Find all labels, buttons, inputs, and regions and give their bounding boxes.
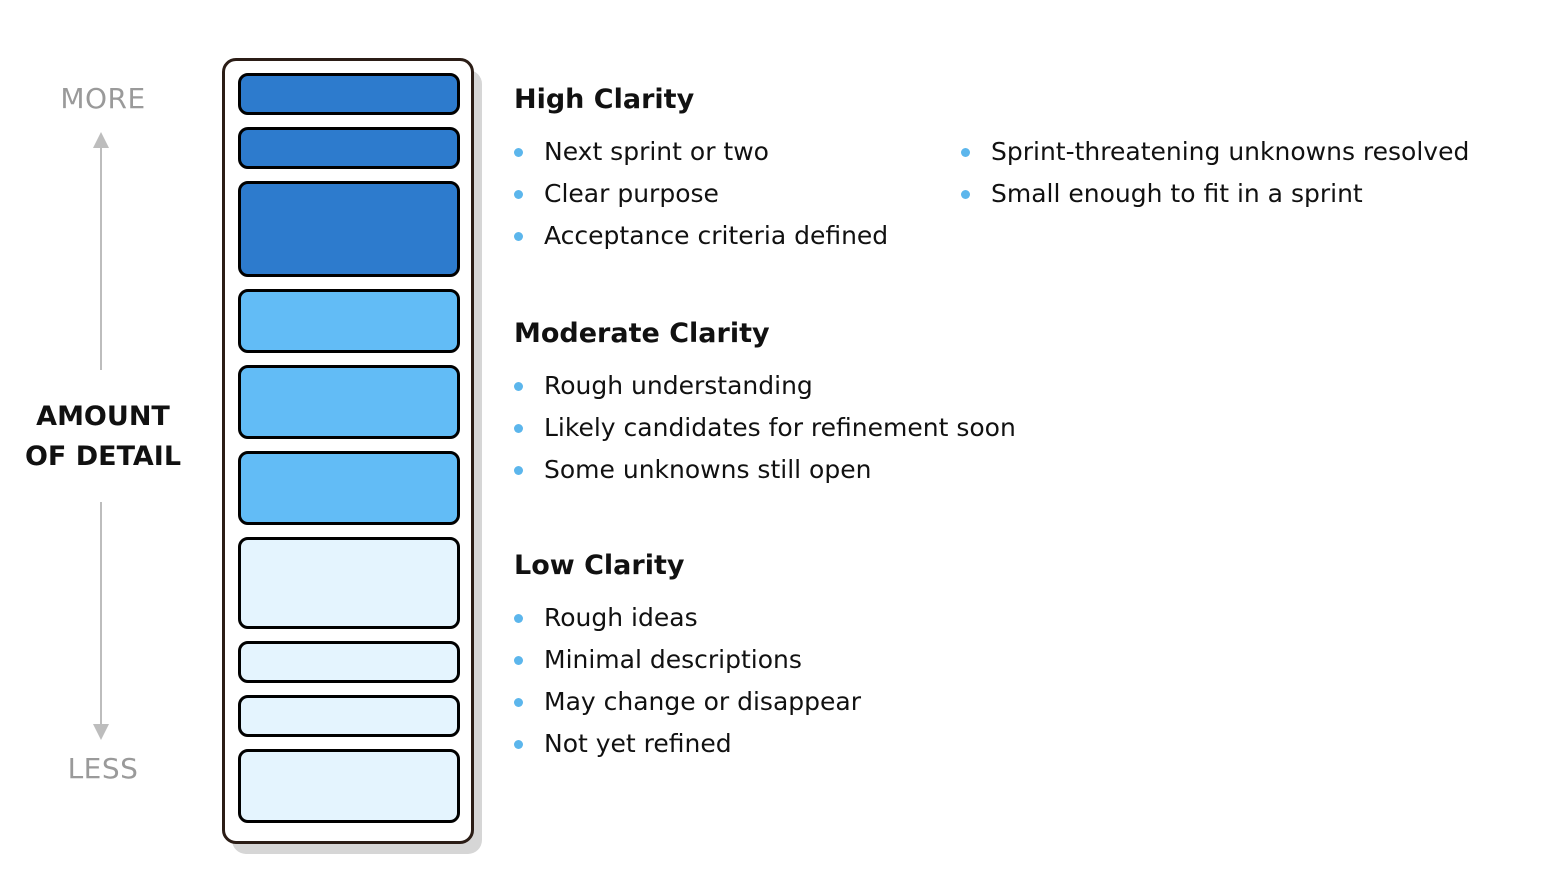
bullet-dot-icon — [514, 148, 523, 157]
bullet-dot-icon — [514, 424, 523, 433]
bullet-dot-icon — [514, 614, 523, 623]
high-clarity-title: High Clarity — [514, 84, 695, 115]
backlog-item-high-1 — [238, 73, 460, 115]
bullet-dot-icon — [514, 740, 523, 749]
backlog-item-low-3 — [238, 695, 460, 737]
bullet-dot-icon — [514, 190, 523, 199]
moderate-clarity-title: Moderate Clarity — [514, 318, 770, 349]
bullet-dot-icon — [961, 190, 970, 199]
bullet-dot-icon — [961, 148, 970, 157]
axis-title-line2: OF DETAIL — [24, 441, 182, 472]
backlog-item-high-2 — [238, 127, 460, 169]
axis-line-up — [100, 146, 102, 370]
arrow-up-icon — [93, 132, 109, 148]
bullet-dot-icon — [514, 466, 523, 475]
axis-title-line1: AMOUNT — [36, 401, 170, 432]
backlog-stack — [222, 58, 474, 844]
bullet-dot-icon — [514, 382, 523, 391]
backlog-item-moderate-2 — [238, 365, 460, 439]
arrow-down-icon — [93, 724, 109, 740]
bullet-dot-icon — [514, 656, 523, 665]
backlog-item-low-2 — [238, 641, 460, 683]
axis-title: AMOUNT OF DETAIL — [0, 397, 206, 477]
bullet-dot-icon — [514, 698, 523, 707]
backlog-item-moderate-3 — [238, 451, 460, 525]
backlog-item-low-4 — [238, 749, 460, 823]
backlog-item-high-3 — [238, 181, 460, 277]
backlog-item-low-1 — [238, 537, 460, 629]
low-clarity-title: Low Clarity — [514, 550, 685, 581]
backlog-item-moderate-1 — [238, 289, 460, 353]
axis-more-label: MORE — [60, 82, 146, 115]
axis-line-down — [100, 502, 102, 726]
bullet-dot-icon — [514, 232, 523, 241]
axis-less-label: LESS — [67, 752, 139, 785]
